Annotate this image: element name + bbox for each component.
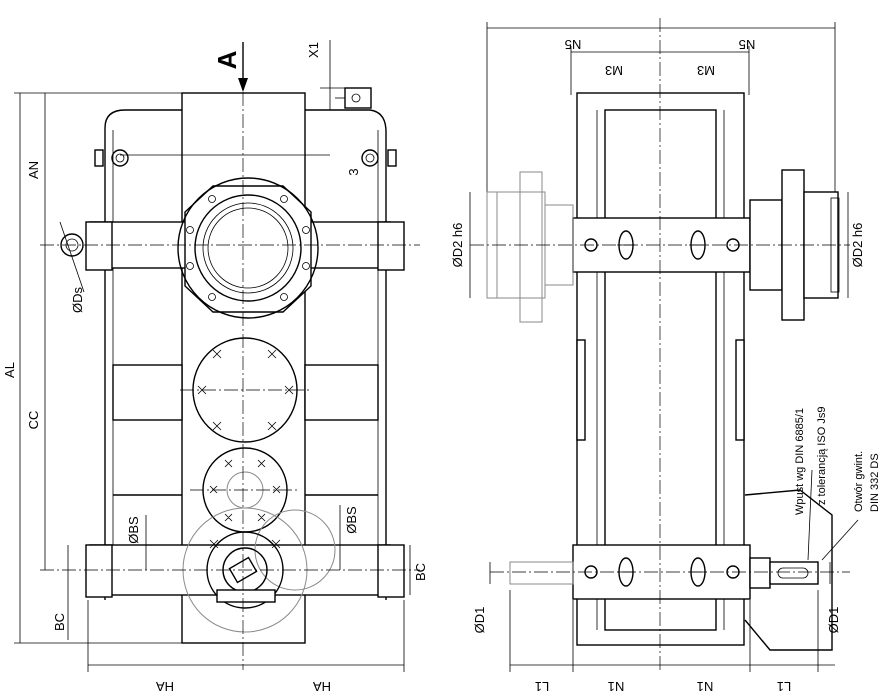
dim-bs-left: ØBS — [126, 516, 141, 544]
dim-ds: ØDs — [70, 287, 85, 314]
motor-flange-right — [749, 169, 840, 321]
front-view-dimensions — [14, 40, 411, 672]
note-key-line1: Wpust wg DIN 6885/1 — [794, 408, 806, 515]
bolt-top-left — [111, 149, 129, 167]
dim-d1-left: ØD1 — [472, 607, 487, 634]
flange-bolts — [186, 195, 310, 301]
input-flange-left — [486, 171, 574, 323]
note-thread-line2: DIN 332 DS — [869, 453, 881, 512]
output-shaft-left — [509, 561, 574, 585]
bearing-cap-upper-right — [377, 221, 405, 271]
dim-n1-right: N1 — [697, 679, 714, 694]
note-key-line2: z tolerancją ISO Js9 — [816, 407, 828, 505]
note-thread-line1: Otwór gwint. — [853, 451, 865, 512]
dim-bc-right: BC — [413, 563, 428, 581]
dim-ha-left: HA — [156, 679, 174, 694]
dim-ha-right: HA — [313, 679, 331, 694]
dim-bs-right: ØBS — [344, 506, 359, 534]
dim-x1: X1 — [306, 42, 321, 58]
dim-d2-right: ØD2 h6 — [850, 223, 865, 268]
dim-l1-left: L1 — [535, 679, 549, 694]
dim-m3-left: M3 — [605, 63, 623, 78]
view-arrow-label: A — [212, 50, 242, 69]
breather-plug — [344, 87, 372, 109]
dim-n5-left: N5 — [565, 37, 582, 52]
output-key — [216, 589, 276, 603]
input-bore — [194, 194, 302, 302]
dim-d1-right: ØD1 — [826, 607, 841, 634]
dim-n5-right: N5 — [739, 37, 756, 52]
dim-n1-left: N1 — [608, 679, 625, 694]
bearing-cap-lower-right — [377, 544, 405, 598]
dim-bc-left: BC — [52, 613, 67, 631]
dim-d2-left: ØD2 h6 — [450, 223, 465, 268]
dim-al: AL — [2, 362, 17, 378]
bolt-top-right — [361, 149, 379, 167]
output-shaft-right — [769, 561, 819, 585]
bearing-cap-lower-left — [85, 544, 113, 598]
number-3: 3 — [346, 168, 361, 175]
dim-m3-right: M3 — [697, 63, 715, 78]
dim-l1-right: L1 — [777, 679, 791, 694]
dim-an: AN — [26, 161, 41, 179]
front-view — [14, 40, 420, 672]
bearing-cap-upper-left — [85, 221, 113, 271]
dim-cc: CC — [26, 411, 41, 430]
side-view — [469, 18, 859, 672]
